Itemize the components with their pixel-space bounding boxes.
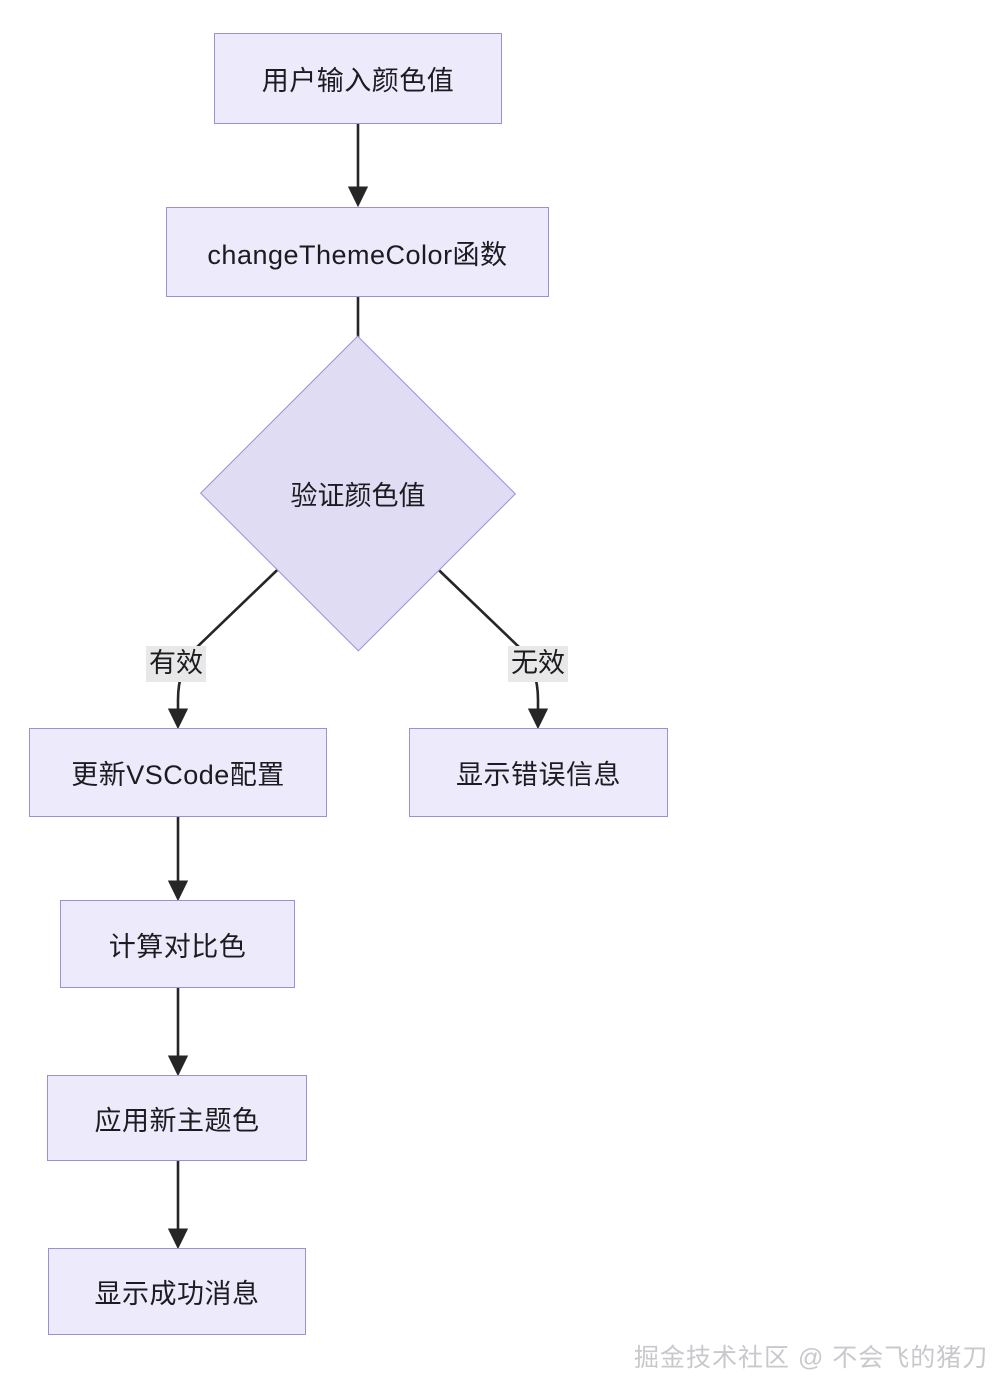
node-validate-color-decision[interactable]: 验证颜色值 bbox=[199, 335, 517, 652]
node-label: 显示成功消息 bbox=[94, 1279, 260, 1309]
node-compute-contrast-color[interactable]: 计算对比色 bbox=[60, 900, 295, 988]
node-change-theme-color-function[interactable]: changeThemeColor函数 bbox=[166, 207, 549, 297]
node-label: changeThemeColor函数 bbox=[207, 239, 508, 270]
node-label: 应用新主题色 bbox=[94, 1105, 260, 1136]
watermark-text: 掘金技术社区 @ 不会飞的猪刀 bbox=[634, 1344, 989, 1372]
node-update-vscode-settings[interactable]: 更新VSCode配置 bbox=[29, 728, 327, 817]
node-show-success-message[interactable]: 显示成功消息 bbox=[48, 1248, 306, 1335]
node-label: 用户输入颜色值 bbox=[261, 66, 455, 96]
node-show-error-message[interactable]: 显示错误信息 bbox=[409, 728, 668, 817]
edge-label-invalid: 无效 bbox=[508, 646, 568, 682]
edge-label-valid: 有效 bbox=[146, 646, 206, 682]
node-label: 更新VSCode配置 bbox=[71, 760, 285, 790]
node-label: 验证颜色值 bbox=[290, 481, 426, 511]
node-apply-new-theme-color[interactable]: 应用新主题色 bbox=[47, 1075, 307, 1161]
node-user-input-color[interactable]: 用户输入颜色值 bbox=[214, 33, 502, 124]
node-label: 显示错误信息 bbox=[456, 760, 621, 790]
node-label: 计算对比色 bbox=[108, 931, 247, 962]
